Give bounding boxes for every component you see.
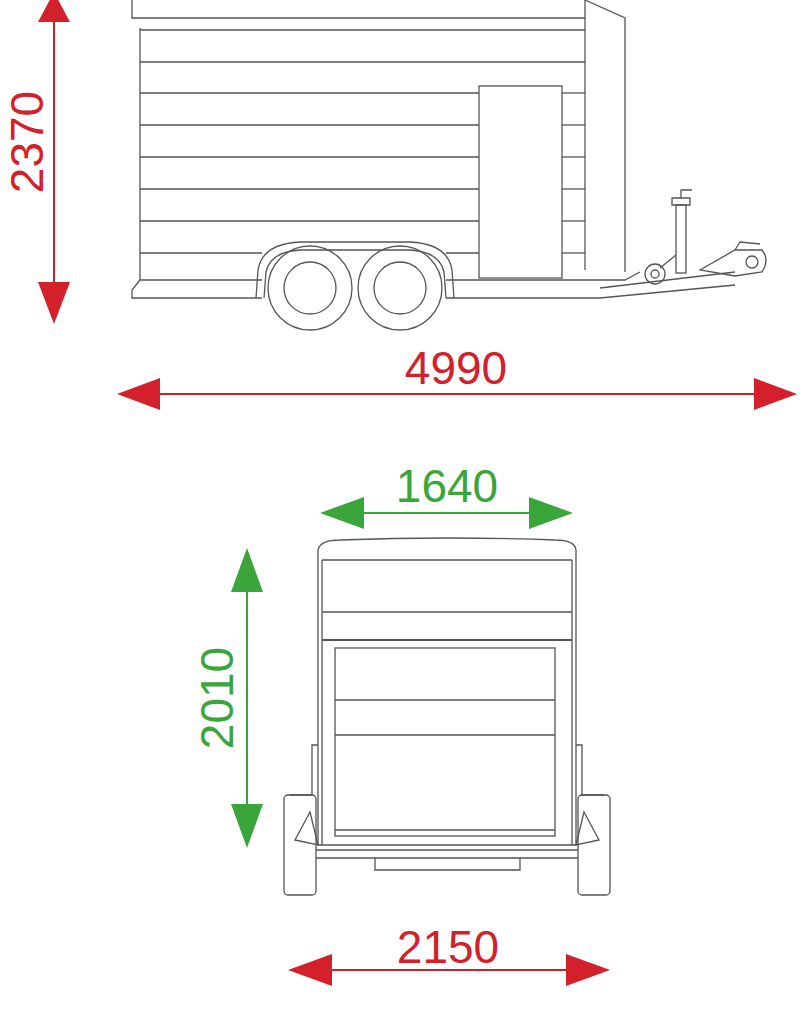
side-view xyxy=(132,0,766,330)
dimension-label: 2370 xyxy=(4,91,50,193)
dimension-label: 1640 xyxy=(396,463,498,509)
rear-view xyxy=(284,538,610,895)
dimension-label: 4990 xyxy=(405,345,507,391)
dimension-label: 2010 xyxy=(194,647,240,749)
dimension-arrows xyxy=(38,0,797,986)
dimension-label: 2150 xyxy=(397,924,499,970)
